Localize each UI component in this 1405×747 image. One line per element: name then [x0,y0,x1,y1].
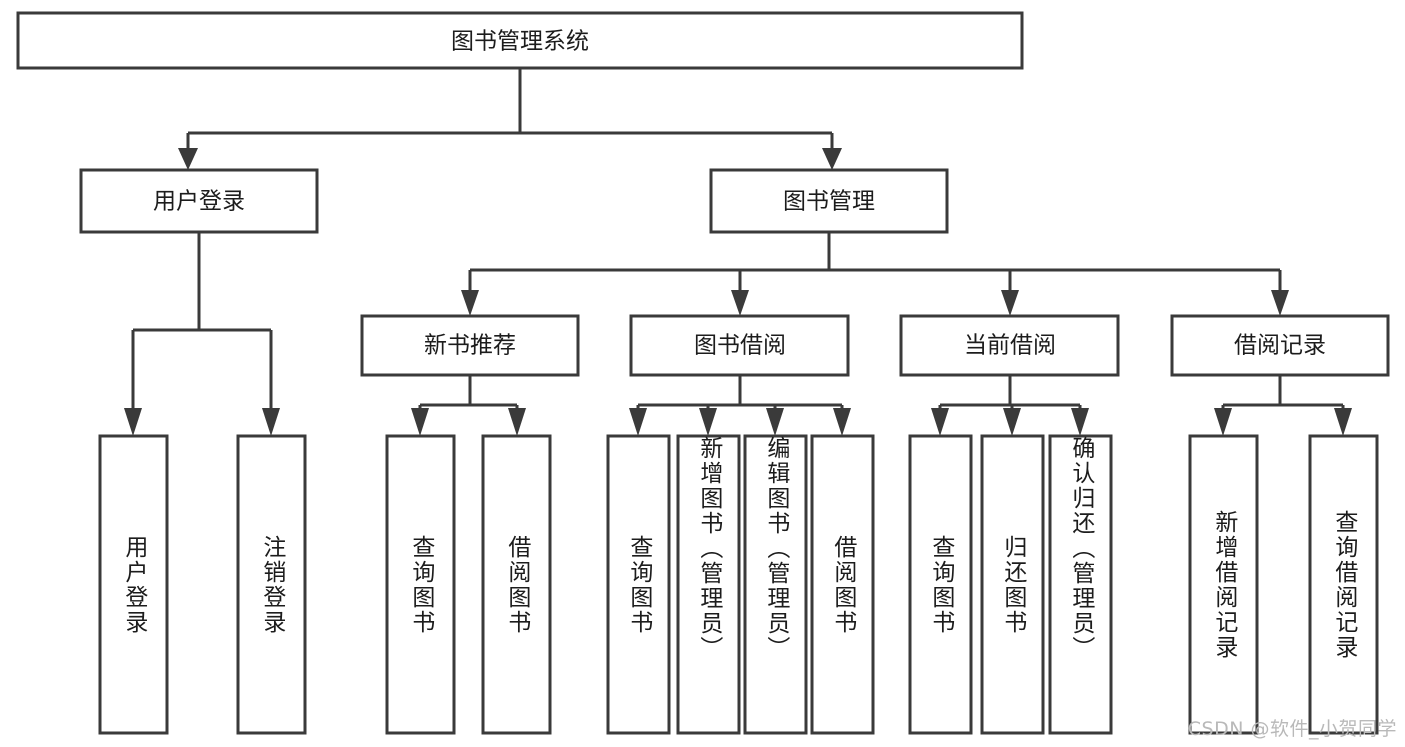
arrowhead-leaf-query-borrow-record [1334,408,1352,436]
node-new-book-recommend-label: 新书推荐 [424,333,516,359]
arrowhead-new-book-recommend [461,290,479,316]
csdn-watermark: CSDN @软件_小贺同学 [1187,718,1397,740]
node-book-management-box[interactable] [709,168,949,234]
leaf-borrow-book-1-box[interactable] [481,434,552,735]
arrowhead-leaf-add-book-admin [699,408,717,436]
node-new-book-recommend[interactable]: 新书推荐 [360,314,580,377]
node-book-management-label: 图书管理 [783,189,875,215]
arrowhead-leaf-return-book [1003,408,1021,436]
node-current-borrow-box[interactable] [899,314,1120,377]
node-borrow-record-label: 借阅记录 [1234,333,1326,359]
arrowhead-leaf-add-borrow-record [1214,408,1232,436]
arrowhead-leaf-confirm-return-admin [1071,408,1089,436]
arrowhead-book-borrow [731,290,749,316]
arrowhead-leaf-user-login [124,408,142,436]
arrowhead-user-login [178,148,198,170]
arrowhead-leaf-query-book-2 [629,408,647,436]
arrowhead-leaf-query-book-1 [411,408,429,436]
node-current-borrow[interactable]: 当前借阅 [899,314,1120,377]
arrowhead-leaf-query-book-3 [931,408,949,436]
leaf-box-layer [98,434,1379,735]
arrowhead-book-management [822,148,842,170]
arrowhead-borrow-record [1271,290,1289,316]
leaf-logout-login-box[interactable] [236,434,307,735]
leaf-query-borrow-record-box[interactable] [1308,434,1379,735]
leaf-add-borrow-record-box[interactable] [1188,434,1259,735]
arrowhead-leaf-borrow-book-1 [508,408,526,436]
connector-layer [124,68,1352,436]
node-book-borrow-box[interactable] [629,314,850,377]
leaf-borrow-book-2-box[interactable] [810,434,875,735]
leaf-query-book-3-box[interactable] [908,434,973,735]
node-borrow-record-box[interactable] [1170,314,1390,377]
leaf-confirm-return-admin-box[interactable] [1048,434,1113,735]
node-book-management[interactable]: 图书管理 [709,168,949,234]
leaf-query-book-2-box[interactable] [606,434,671,735]
leaf-query-book-1-box[interactable] [385,434,456,735]
arrowhead-leaf-borrow-book-2 [833,408,851,436]
node-new-book-recommend-box[interactable] [360,314,580,377]
arrowhead-leaf-edit-book-admin [766,408,784,436]
node-user-login-box[interactable] [79,168,319,234]
node-book-borrow-label: 图书借阅 [694,333,786,359]
arrowhead-leaf-logout-login [262,408,280,436]
node-book-borrow[interactable]: 图书借阅 [629,314,850,377]
leaf-add-book-admin-box[interactable] [676,434,741,735]
node-user-login[interactable]: 用户登录 [79,168,319,234]
node-root[interactable]: 图书管理系统 [16,11,1024,70]
arrowhead-current-borrow [1001,290,1019,316]
node-user-login-label: 用户登录 [153,189,245,215]
node-root-box[interactable] [16,11,1024,70]
node-current-borrow-label: 当前借阅 [964,333,1056,359]
leaf-return-book-box[interactable] [980,434,1045,735]
leaf-user-login-box[interactable] [98,434,169,735]
node-borrow-record[interactable]: 借阅记录 [1170,314,1390,377]
leaf-edit-book-admin-box[interactable] [743,434,808,735]
node-root-label: 图书管理系统 [451,29,589,55]
